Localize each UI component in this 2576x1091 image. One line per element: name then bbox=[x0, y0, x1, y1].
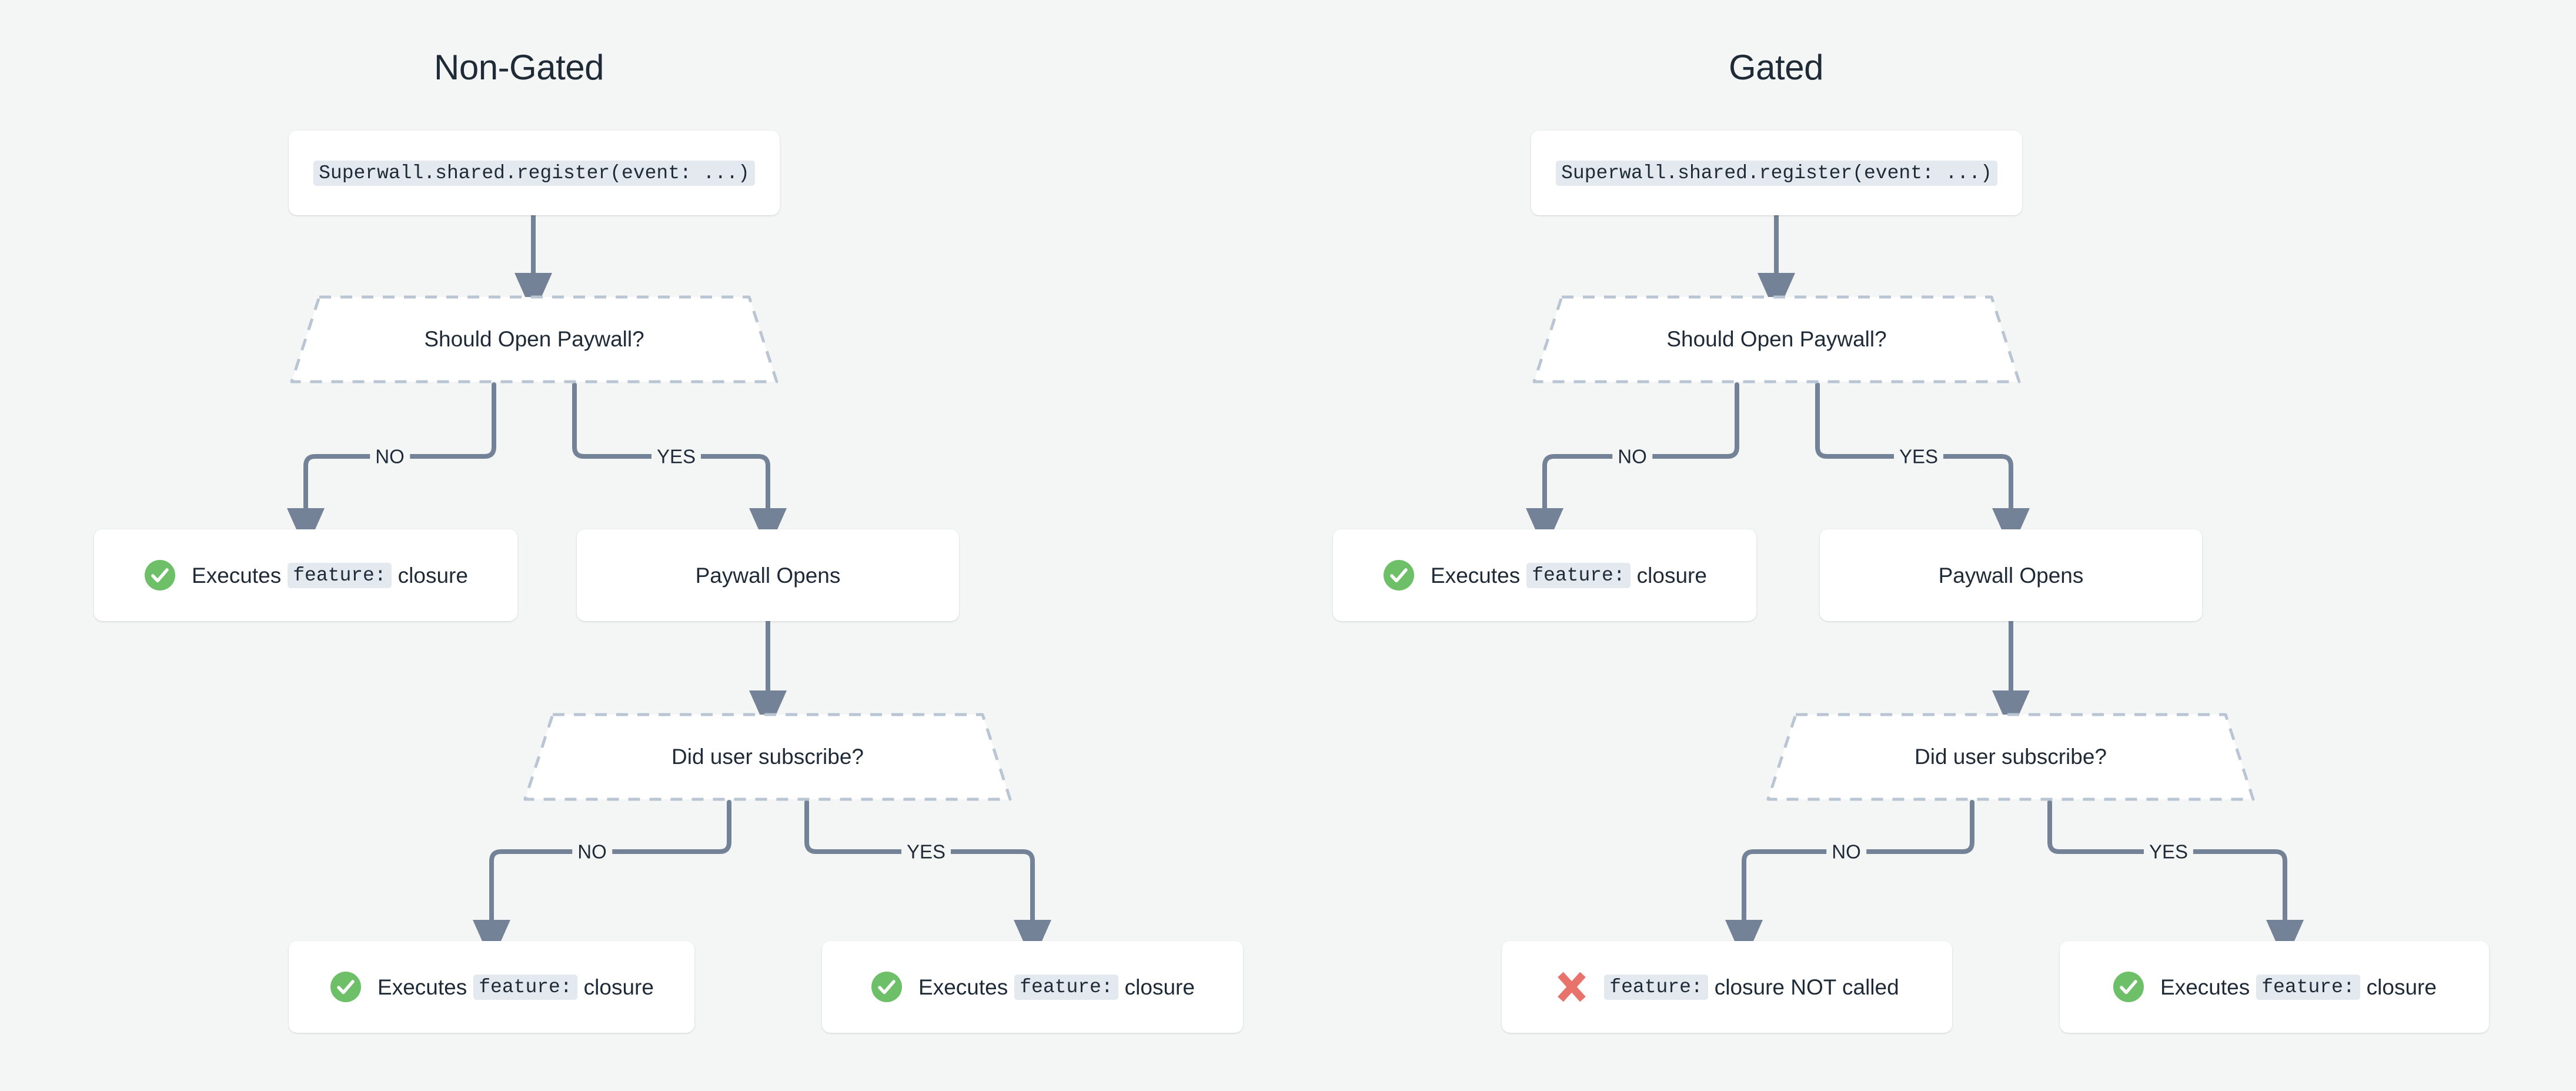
code-register: Superwall.shared.register(event: ...) bbox=[1556, 160, 1997, 186]
label-prefix: Executes bbox=[192, 563, 282, 588]
node-paywall-opens-non-gated[interactable]: Paywall Opens bbox=[577, 529, 959, 621]
node-content: Paywall Opens bbox=[1939, 565, 2084, 586]
node-subscribe-yes-non-gated[interactable]: Executes feature: closure bbox=[822, 941, 1243, 1033]
label-suffix: closure bbox=[1636, 563, 1707, 588]
trapezoid-shape bbox=[1766, 713, 2255, 801]
node-content: Superwall.shared.register(event: ...) bbox=[1556, 160, 1997, 186]
check-circle-icon bbox=[871, 972, 903, 1002]
decision-label: Did user subscribe? bbox=[1915, 745, 2107, 769]
node-content: Executes feature: closure bbox=[329, 970, 654, 1003]
check-circle-icon bbox=[145, 560, 176, 590]
check-circle-icon bbox=[2113, 972, 2144, 1002]
edge-label-subscribe-yes-non-gated: YES bbox=[901, 842, 951, 862]
node-paywall-opens-gated[interactable]: Paywall Opens bbox=[1820, 529, 2202, 621]
node-content: Executes feature: closure bbox=[2112, 970, 2437, 1003]
node-label: Executes feature: closure bbox=[2160, 974, 2437, 1000]
node-subscribe-yes-gated[interactable]: Executes feature: closure bbox=[2060, 941, 2489, 1033]
decision-label: Did user subscribe? bbox=[671, 745, 864, 769]
node-label: Paywall Opens bbox=[1938, 563, 2084, 588]
label-prefix: Executes bbox=[2160, 975, 2250, 999]
node-content: Executes feature: closure bbox=[870, 970, 1195, 1003]
node-label: Executes feature: closure bbox=[918, 974, 1195, 1000]
check-circle-icon bbox=[330, 972, 362, 1002]
code-feature: feature: bbox=[2256, 974, 2360, 1000]
node-no-branch-gated[interactable]: Executes feature: closure bbox=[1333, 529, 1756, 621]
node-no-branch-non-gated[interactable]: Executes feature: closure bbox=[94, 529, 517, 621]
code-feature: feature: bbox=[288, 562, 392, 588]
column-title-non-gated: Non-Gated bbox=[434, 48, 604, 87]
node-content: Superwall.shared.register(event: ...) bbox=[313, 160, 755, 186]
node-label: Paywall Opens bbox=[695, 563, 841, 588]
trapezoid-shape bbox=[1532, 295, 2021, 383]
check-circle-icon bbox=[1384, 560, 1415, 590]
node-label: Executes feature: closure bbox=[377, 974, 654, 1000]
edge-label-subscribe-no-gated: NO bbox=[1826, 842, 1866, 862]
trapezoid-shape bbox=[523, 713, 1012, 801]
node-label: Executes feature: closure bbox=[1431, 562, 1707, 588]
edge-label-subscribe-no-non-gated: NO bbox=[572, 842, 612, 862]
node-subscribe-no-non-gated[interactable]: Executes feature: closure bbox=[289, 941, 694, 1033]
label-suffix: closure bbox=[583, 975, 654, 999]
node-register-gated[interactable]: Superwall.shared.register(event: ...) bbox=[1531, 131, 2022, 215]
code-feature: feature: bbox=[1604, 974, 1708, 1000]
label-suffix: closure NOT called bbox=[1714, 975, 1899, 999]
node-label: feature: closure NOT called bbox=[1604, 974, 1899, 1000]
column-title-gated: Gated bbox=[1729, 48, 1823, 87]
edge-label-paywall-no-gated: NO bbox=[1612, 446, 1652, 466]
node-content: Paywall Opens bbox=[696, 565, 841, 586]
code-register: Superwall.shared.register(event: ...) bbox=[313, 160, 755, 186]
label-suffix: closure bbox=[2366, 975, 2437, 999]
code-feature: feature: bbox=[1526, 562, 1631, 588]
decision-did-user-subscribe-non-gated[interactable]: Did user subscribe? bbox=[522, 712, 1013, 802]
node-label: Executes feature: closure bbox=[192, 562, 468, 588]
code-feature: feature: bbox=[1014, 974, 1118, 1000]
node-content: feature: closure NOT called bbox=[1555, 970, 1899, 1004]
label-suffix: closure bbox=[397, 563, 468, 588]
decision-should-open-paywall-gated[interactable]: Should Open Paywall? bbox=[1531, 294, 2022, 385]
cross-icon bbox=[1558, 972, 1586, 1002]
label-prefix: Executes bbox=[1431, 563, 1521, 588]
trapezoid-shape bbox=[290, 295, 779, 383]
decision-did-user-subscribe-gated[interactable]: Did user subscribe? bbox=[1765, 712, 2256, 802]
node-content: Executes feature: closure bbox=[1382, 559, 1707, 592]
code-feature: feature: bbox=[473, 974, 577, 1000]
node-subscribe-no-gated[interactable]: feature: closure NOT called bbox=[1502, 941, 1952, 1033]
decision-label: Should Open Paywall? bbox=[424, 327, 644, 351]
edge-label-paywall-yes-non-gated: YES bbox=[651, 446, 701, 466]
node-content: Executes feature: closure bbox=[143, 559, 468, 592]
decision-label: Should Open Paywall? bbox=[1666, 327, 1887, 351]
decision-should-open-paywall-non-gated[interactable]: Should Open Paywall? bbox=[289, 294, 780, 385]
edge-label-paywall-no-non-gated: NO bbox=[370, 446, 410, 466]
edge-label-paywall-yes-gated: YES bbox=[1893, 446, 1944, 466]
edge-label-subscribe-yes-gated: YES bbox=[2143, 842, 2194, 862]
label-suffix: closure bbox=[1124, 975, 1195, 999]
label-prefix: Executes bbox=[918, 975, 1008, 999]
node-register-non-gated[interactable]: Superwall.shared.register(event: ...) bbox=[289, 131, 780, 215]
label-prefix: Executes bbox=[377, 975, 467, 999]
